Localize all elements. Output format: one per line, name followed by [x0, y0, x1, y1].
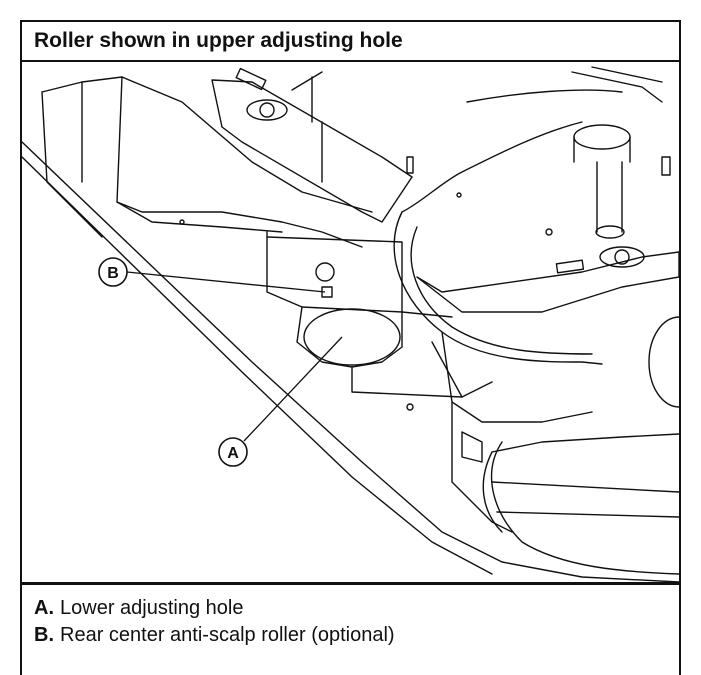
figure-frame: Roller shown in upper adjusting hole — [20, 20, 681, 675]
line-drawing: B A — [22, 66, 679, 582]
figure-title: Roller shown in upper adjusting hole — [22, 22, 679, 62]
legend-item-a: A. Lower adjusting hole — [34, 595, 679, 622]
svg-text:A: A — [227, 445, 239, 462]
legend-item-b: B. Rear center anti-scalp roller (optiona… — [34, 622, 679, 649]
svg-text:B: B — [107, 265, 119, 282]
callout-a: A — [218, 336, 343, 467]
figure-title-text: Roller shown in upper adjusting hole — [34, 29, 403, 52]
legend-text: Rear center anti-scalp roller (optional) — [60, 624, 395, 646]
mower-deck-illustration: B A — [22, 62, 679, 585]
legend-key: B. — [34, 624, 54, 646]
callout-legend: A. Lower adjusting hole B. Rear center ant… — [22, 585, 679, 649]
callout-b: B — [98, 257, 326, 293]
legend-text: Lower adjusting hole — [60, 597, 244, 619]
legend-key: A. — [34, 597, 54, 619]
